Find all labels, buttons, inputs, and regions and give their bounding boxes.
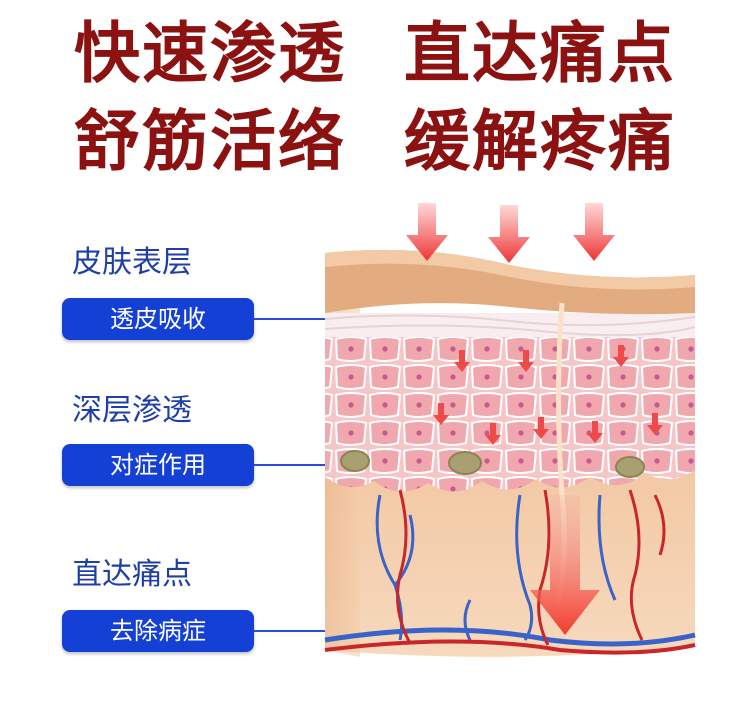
badge-remove-ailment: 去除病症 [62,610,254,652]
headline-reach-pain-point: 直达痛点 [404,15,676,92]
badge-skin-absorption: 透皮吸收 [62,298,254,340]
headline-line-2: 舒筋活络缓解疼痛 [0,102,750,182]
large-down-arrow-icon [530,495,600,635]
pathogen-spots [340,450,645,478]
layer-label-deep: 深层渗透 [72,393,192,428]
top-down-arrow-icons [406,203,615,263]
small-arrows [433,345,663,445]
headline-fast-penetration: 快速渗透 [74,15,346,92]
down-arrow-icon [488,205,530,263]
down-arrow-icon [573,203,615,261]
down-arrow-icon [406,203,448,261]
headline-relax-muscles: 舒筋活络 [74,103,346,180]
skin-cross-section-illustration [324,203,696,657]
headline-line-1: 快速渗透直达痛点 [0,14,750,94]
badge-targeted-action: 对症作用 [62,444,254,486]
artery-network [324,489,696,655]
layer-label-surface: 皮肤表层 [72,245,192,280]
headline-relieve-pain: 缓解疼痛 [404,103,676,180]
layer-label-pain-point: 直达痛点 [72,557,192,592]
